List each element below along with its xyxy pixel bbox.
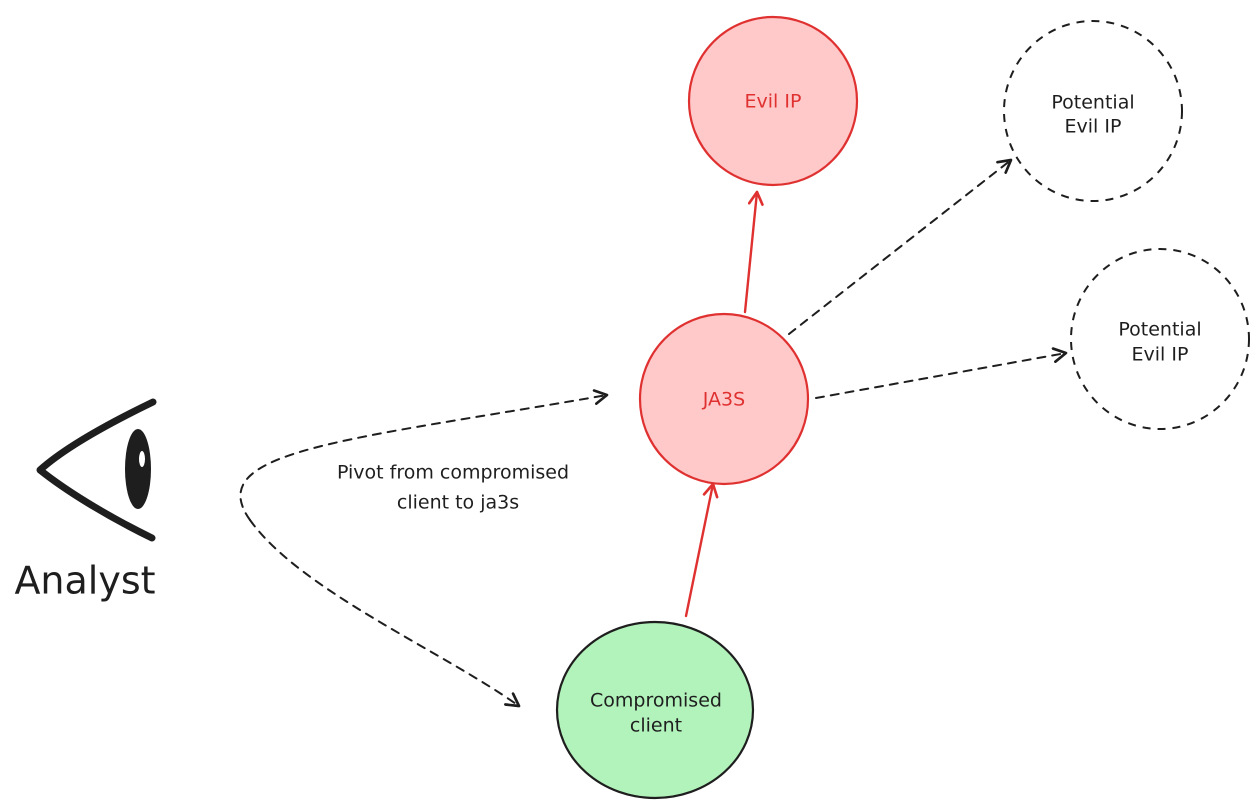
- arrow-ja3s-to-potential-2: [815, 347, 1068, 399]
- ja3s-node[interactable]: JA3S: [638, 312, 810, 486]
- compromised-client-label-line1: Compromised: [590, 690, 722, 712]
- evil-ip-node[interactable]: Evil IP: [687, 15, 859, 187]
- pivot-note-line2: client to ja3s: [397, 492, 519, 514]
- compromised-client-label-line2: client: [630, 715, 682, 737]
- arrow-client-to-ja3s: [684, 482, 719, 618]
- potential-1-label-line1: Potential: [1051, 92, 1134, 114]
- pivot-note-line1: Pivot from compromised: [337, 462, 569, 484]
- arrow-ja3s-to-evil-ip: [743, 190, 764, 314]
- potential-2-label-line2: Evil IP: [1132, 344, 1189, 366]
- arrow-pivot-to-client: [249, 519, 521, 708]
- arrow-pivot-to-ja3s: [239, 389, 609, 521]
- arrow-ja3s-to-potential-1: [788, 158, 1013, 335]
- ja3s-label: JA3S: [702, 389, 745, 411]
- potential-2-label-line1: Potential: [1118, 319, 1201, 341]
- potential-evil-ip-node-1[interactable]: Potential Evil IP: [1003, 20, 1183, 202]
- potential-1-label-line2: Evil IP: [1065, 116, 1122, 138]
- evil-ip-label: Evil IP: [745, 91, 802, 113]
- compromised-client-node[interactable]: Compromised client: [555, 620, 755, 800]
- eye-icon: [36, 398, 157, 542]
- potential-evil-ip-node-2[interactable]: Potential Evil IP: [1070, 248, 1250, 430]
- analyst-label: Analyst: [14, 559, 155, 603]
- pivot-note: Pivot from compromised client to ja3s: [337, 462, 569, 514]
